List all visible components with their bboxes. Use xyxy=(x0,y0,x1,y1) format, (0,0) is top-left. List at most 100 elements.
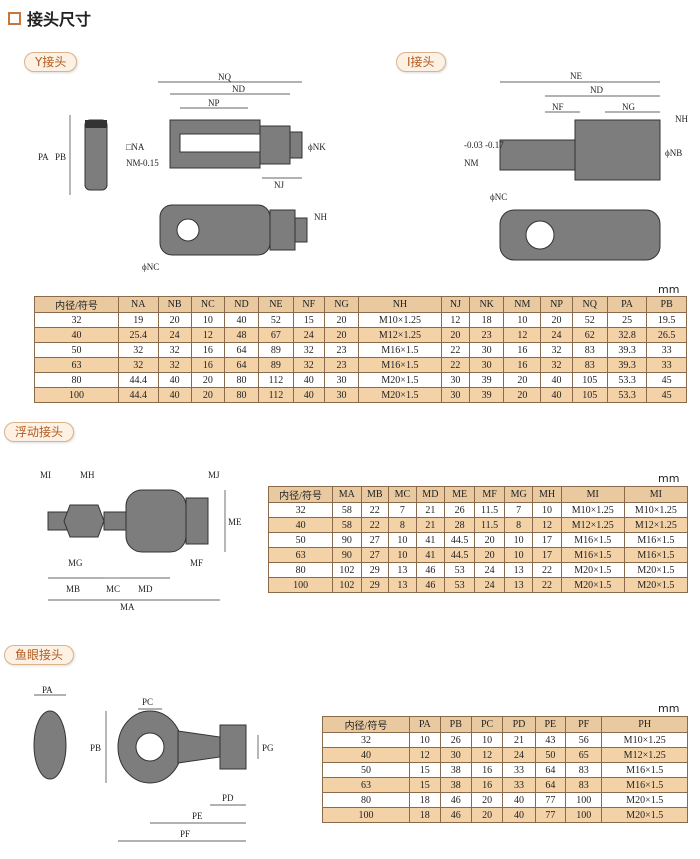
y-shank-side xyxy=(269,209,296,251)
table-cell: 63 xyxy=(322,777,410,793)
f-body xyxy=(125,489,187,553)
table-cell: 32 xyxy=(117,357,159,373)
t2-header: MB xyxy=(360,486,390,503)
table-cell: 12 xyxy=(440,312,471,328)
table-cell: 64 xyxy=(534,777,567,793)
table-cell: 50 xyxy=(534,747,567,763)
fish-eye-drawing: PA PC PB PG PD PE PF xyxy=(33,685,274,842)
table-cell: 22 xyxy=(360,502,390,518)
table-cell: 8 xyxy=(503,517,534,533)
table-cell: 52 xyxy=(571,312,608,328)
table-cell: 39 xyxy=(469,387,505,403)
table-cell: 32 xyxy=(540,342,573,358)
table-cell: 80 xyxy=(322,792,410,808)
section-label-float: 浮动接头 xyxy=(4,422,75,442)
i-label-nb: ϕNB xyxy=(665,148,682,158)
f-nut xyxy=(63,504,105,538)
i-body-top xyxy=(574,119,661,181)
table-cell: 24 xyxy=(474,577,505,593)
t2-header: ME xyxy=(444,486,476,503)
t2-header: MD xyxy=(415,486,446,503)
fe-label-pa: PA xyxy=(42,685,53,695)
table-cell: 32 xyxy=(157,342,192,358)
table-cell: 17 xyxy=(532,532,562,548)
table-cell: M16×1.5 xyxy=(560,532,625,548)
table-cell: 19 xyxy=(117,312,159,328)
t2-header: MI xyxy=(560,486,625,503)
table-cell: 17 xyxy=(532,547,562,563)
table-cell: 50 xyxy=(267,532,334,548)
table-cell: 40 xyxy=(292,372,325,388)
table-cell: 50 xyxy=(322,762,410,778)
table-cell: 32 xyxy=(34,312,119,328)
t3-header: PC xyxy=(470,716,504,733)
fe-label-pe: PE xyxy=(192,811,203,821)
table-cell: 28 xyxy=(444,517,476,533)
floating-joint-drawing: MI MH MJ ME MG MF MB MC MD MA xyxy=(40,470,242,610)
table-cell: 40 xyxy=(223,312,260,328)
f-label-mc: MC xyxy=(106,584,120,594)
table-cell: 18 xyxy=(469,312,505,328)
y-label-pa: PA xyxy=(38,152,49,162)
section-label-y: Y接头 xyxy=(24,52,78,72)
table-cell: 20 xyxy=(190,387,225,403)
table-cell: 30 xyxy=(439,747,472,763)
y-joint-drawing: NQ ND NP □NA NM -0.15 ϕNK NJ PA PB NH ϕN… xyxy=(38,72,327,272)
table-cell: 41 xyxy=(415,547,446,563)
table-cell: 33 xyxy=(502,762,536,778)
table-cell: 26 xyxy=(444,502,476,518)
table-cell: 12 xyxy=(408,747,441,763)
y-label-nc: ϕNC xyxy=(142,262,159,272)
table-cell: M20×1.5 xyxy=(560,577,625,593)
i-label-nf: NF xyxy=(552,102,564,112)
table-cell: 80 xyxy=(267,562,334,578)
table-cell: 100 xyxy=(564,807,603,823)
table-cell: 32.8 xyxy=(606,327,648,343)
table-cell: 80 xyxy=(223,372,260,388)
table-cell: 39.3 xyxy=(606,357,648,373)
table-cell: M20×1.5 xyxy=(358,372,442,388)
table-cell: 32 xyxy=(117,342,159,358)
table-cell: 29 xyxy=(360,562,390,578)
t1-header: NH xyxy=(358,296,442,313)
table-cell: 15 xyxy=(292,312,325,328)
table-cell: 33 xyxy=(502,777,536,793)
table-cell: 40 xyxy=(540,372,573,388)
table-cell: 90 xyxy=(332,532,362,548)
table-cell: 11.5 xyxy=(474,517,505,533)
i-label-ng: NG xyxy=(622,102,635,112)
table-cell: 20 xyxy=(440,327,471,343)
i-rod xyxy=(499,139,581,171)
table-cell: 21 xyxy=(415,502,446,518)
t2-header: MF xyxy=(474,486,505,503)
table-cell: 32 xyxy=(292,342,325,358)
y-label-nh: NH xyxy=(314,212,327,222)
table-cell: 10 xyxy=(503,312,542,328)
table-cell: 77 xyxy=(534,792,567,808)
table-cell: 22 xyxy=(440,357,471,373)
table-cell: 80 xyxy=(34,372,119,388)
table-cell: 22 xyxy=(360,517,390,533)
table-cell: 29 xyxy=(360,577,390,593)
table-cell: 89 xyxy=(258,357,294,373)
t1-header: 内径/符号 xyxy=(34,296,119,313)
i-label-nh: NH xyxy=(675,114,688,124)
table-cell: 26 xyxy=(439,732,472,748)
table-cell: 22 xyxy=(532,562,562,578)
table-cell: M20×1.5 xyxy=(623,577,689,593)
y-label-na: □NA xyxy=(126,142,145,152)
table-cell: M10×1.25 xyxy=(358,312,442,328)
fe-label-pg: PG xyxy=(262,743,274,753)
table-cell: 16 xyxy=(190,342,225,358)
table-cell: 20 xyxy=(474,532,505,548)
i-body-side xyxy=(499,209,661,261)
f-label-ma: MA xyxy=(120,602,135,610)
table-cell: 46 xyxy=(415,562,446,578)
table-cell: 20 xyxy=(503,372,542,388)
table-cell: 30 xyxy=(440,372,471,388)
